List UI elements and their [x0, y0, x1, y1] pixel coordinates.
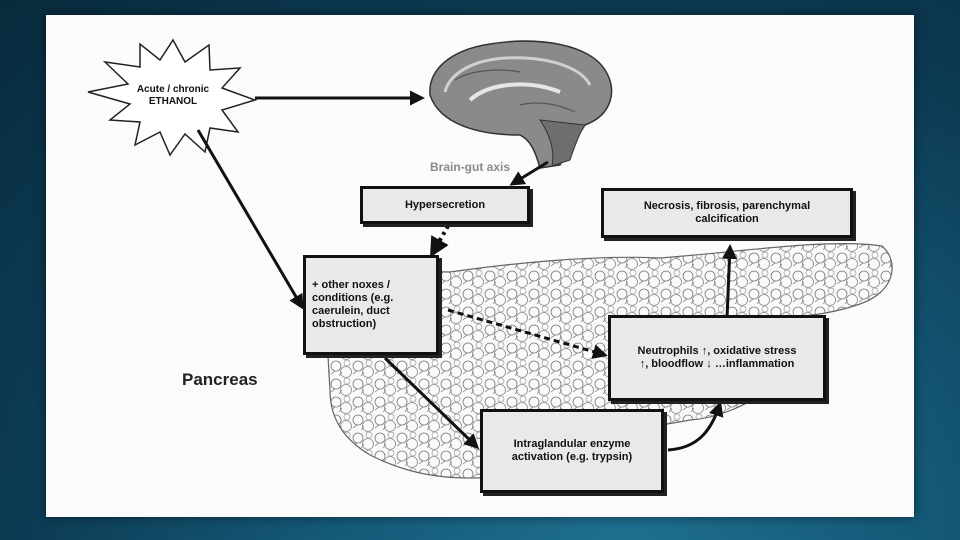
arrow-enzyme-to-neutrophils	[667, 401, 724, 452]
hypersecretion-text: Hypersecretion	[404, 198, 486, 211]
ethanol-label-line1: Acute / chronic	[136, 84, 210, 95]
noxes-box: + other noxes / conditions (e.g. caerule…	[303, 255, 439, 355]
ethanol-label: Acute / chronic ETHANOL	[120, 84, 226, 108]
neutrophils-box: Neutrophils ↑, oxidative stress ↑, blood…	[608, 315, 826, 401]
enzyme-text: Intraglandular enzyme activation (e.g. t…	[511, 438, 633, 463]
arrow-noxes-to-neutrophils-dashed	[447, 308, 608, 359]
necrosis-box: Necrosis, fibrosis, parenchymal calcific…	[601, 188, 853, 238]
starburst-icon	[87, 38, 258, 157]
neutrophils-text: Neutrophils ↑, oxidative stress ↑, blood…	[637, 345, 797, 370]
enzyme-box: Intraglandular enzyme activation (e.g. t…	[480, 409, 664, 493]
arrow-ethanol-to-noxes	[196, 129, 304, 310]
noxes-text: + other noxes / conditions (e.g. caerule…	[312, 279, 394, 330]
pancreas-label: Pancreas	[182, 370, 258, 389]
brain-gut-axis-label: Brain-gut axis	[430, 160, 511, 174]
arrow-hypersecretion-dotted	[430, 225, 450, 258]
necrosis-text: Necrosis, fibrosis, parenchymal calcific…	[643, 200, 811, 225]
arrow-brain-to-hypersecretion	[509, 160, 549, 186]
brain-icon	[429, 40, 613, 169]
ethanol-label-line2: ETHANOL	[148, 96, 198, 107]
arrow-neutrophils-to-necrosis	[722, 244, 737, 319]
hypersecretion-box: Hypersecretion	[360, 186, 530, 224]
arrow-noxes-to-enzyme	[383, 356, 480, 450]
